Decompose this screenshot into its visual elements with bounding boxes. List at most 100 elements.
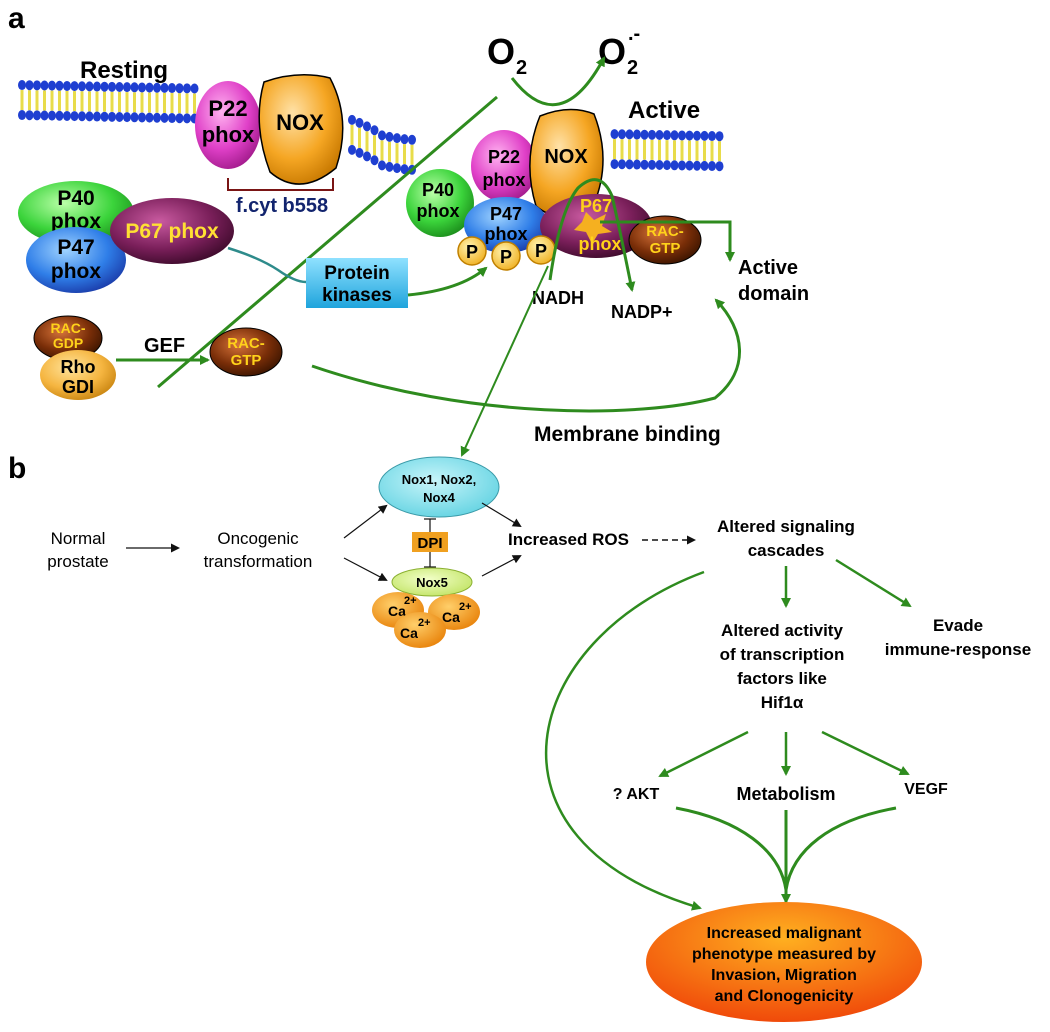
altered-signaling-label-1: Altered signaling bbox=[717, 517, 855, 536]
lipid-head bbox=[130, 82, 139, 93]
lipid-head bbox=[348, 144, 356, 155]
lipid-head bbox=[70, 81, 79, 92]
lipid-head bbox=[355, 117, 364, 128]
svg-text:2+: 2+ bbox=[418, 617, 431, 629]
lipid-head bbox=[168, 113, 176, 124]
lipid-head bbox=[85, 111, 94, 122]
lipid-head bbox=[640, 129, 649, 140]
lipid-head bbox=[25, 110, 34, 121]
lipid-head bbox=[378, 130, 386, 141]
altered-signaling-label-2: cascades bbox=[748, 541, 825, 560]
svg-text:P: P bbox=[500, 247, 512, 267]
lipid-head bbox=[55, 110, 64, 121]
normal-prostate-label-2: prostate bbox=[47, 552, 108, 571]
lipid-head bbox=[145, 82, 154, 93]
lipid-head bbox=[160, 82, 169, 93]
svg-text:P: P bbox=[466, 242, 478, 262]
result-label-4: and Clonogenicity bbox=[715, 988, 854, 1005]
lipid-head bbox=[48, 80, 56, 91]
lipid-head bbox=[693, 160, 701, 171]
nox5-to-ros-arrow bbox=[481, 555, 522, 577]
lipid-head bbox=[685, 130, 694, 141]
active-domain-label-1: Active bbox=[738, 257, 798, 279]
panel-a-label: a bbox=[8, 2, 25, 35]
p40-phox-active-label-1: P40 bbox=[422, 180, 454, 200]
p67-phox-resting-label: P67 phox bbox=[125, 220, 219, 243]
protein-kinases-box bbox=[306, 258, 408, 308]
lipid-head bbox=[655, 159, 664, 170]
activity-to-akt-arrow bbox=[658, 730, 749, 778]
calcium-ion-3: Ca 2+ bbox=[394, 612, 446, 648]
increased-ros-label: Increased ROS bbox=[508, 530, 629, 549]
lipid-head bbox=[640, 159, 649, 170]
lipid-head bbox=[678, 130, 686, 141]
active-domain-label-2: domain bbox=[738, 283, 809, 305]
lipid-head bbox=[685, 160, 694, 171]
vegf-label: VEGF bbox=[904, 781, 948, 798]
nox-resting-label: NOX bbox=[276, 110, 324, 135]
nox124-label-2: Nox4 bbox=[423, 490, 456, 505]
lipid-head bbox=[670, 130, 679, 141]
malignant-phenotype-node bbox=[646, 902, 922, 1022]
panel-b-label: b bbox=[8, 452, 26, 485]
lipid-head bbox=[400, 164, 409, 175]
lipid-head bbox=[370, 125, 379, 136]
lipid-head bbox=[633, 159, 641, 170]
p40-phox-resting-label-1: P40 bbox=[57, 187, 94, 210]
lipid-head bbox=[108, 111, 116, 122]
lipid-head bbox=[100, 81, 109, 92]
signaling-to-evade-arrow bbox=[835, 558, 912, 608]
akt-label: ? AKT bbox=[613, 786, 660, 803]
phosphate-group-3: P bbox=[526, 235, 556, 265]
rac-gtp-active-label-2: GTP bbox=[650, 240, 681, 257]
nox5-label: Nox5 bbox=[416, 575, 448, 590]
lipid-head bbox=[408, 134, 416, 145]
lipid-head bbox=[175, 113, 184, 124]
lipid-head bbox=[655, 129, 664, 140]
p67-active-site-star bbox=[574, 212, 612, 244]
phosphate-group-2: P bbox=[491, 241, 521, 271]
lipid-head bbox=[40, 80, 49, 91]
svg-text:DPI: DPI bbox=[417, 535, 442, 552]
svg-text:2+: 2+ bbox=[404, 595, 417, 607]
resting-label: Resting bbox=[80, 57, 168, 84]
p47-phox-resting-label-1: P47 bbox=[57, 236, 94, 259]
lipid-head bbox=[393, 163, 401, 174]
rac-gtp-label-2: GTP bbox=[231, 352, 262, 369]
svg-text:Ca: Ca bbox=[442, 609, 460, 625]
svg-text:2: 2 bbox=[516, 57, 527, 79]
lipid-head bbox=[700, 160, 709, 171]
lipid-head bbox=[33, 80, 41, 91]
lipid-head bbox=[618, 159, 626, 170]
active-label: Active bbox=[628, 97, 700, 124]
altered-activity-label-2: of transcription bbox=[720, 645, 845, 664]
lipid-head bbox=[123, 82, 131, 93]
p47-phox-resting-label-2: phox bbox=[51, 260, 101, 283]
evade-immune-label-2: immune-response bbox=[885, 640, 1031, 659]
lipid-head bbox=[663, 130, 671, 141]
nox-resting bbox=[258, 74, 344, 185]
lipid-head bbox=[610, 159, 619, 170]
cytochrome-bracket bbox=[227, 178, 334, 191]
membrane-binding-arrow bbox=[311, 298, 741, 413]
lipid-head bbox=[115, 81, 124, 92]
panel-divider-line bbox=[157, 95, 498, 389]
svg-text:O: O bbox=[598, 31, 626, 72]
lipid-head bbox=[175, 83, 184, 94]
rac-gtp-active-label-1: RAC- bbox=[646, 223, 684, 240]
lipid-head bbox=[145, 112, 154, 123]
rho-gdi-label-1: Rho bbox=[61, 357, 96, 377]
nadp-label: NADP+ bbox=[611, 302, 673, 322]
lipid-head bbox=[393, 133, 401, 144]
activity-to-vegf-arrow bbox=[821, 730, 910, 776]
p40-phox-active bbox=[406, 169, 474, 237]
lipid-head bbox=[708, 131, 716, 142]
altered-activity-label-3: factors like bbox=[737, 669, 827, 688]
rho-gdi bbox=[40, 350, 116, 400]
lipid-head bbox=[93, 81, 101, 92]
lipid-head bbox=[663, 160, 671, 171]
lipid-head bbox=[610, 129, 619, 140]
superoxide-label: O 2 .- bbox=[598, 23, 640, 79]
lipid-head bbox=[363, 121, 371, 132]
